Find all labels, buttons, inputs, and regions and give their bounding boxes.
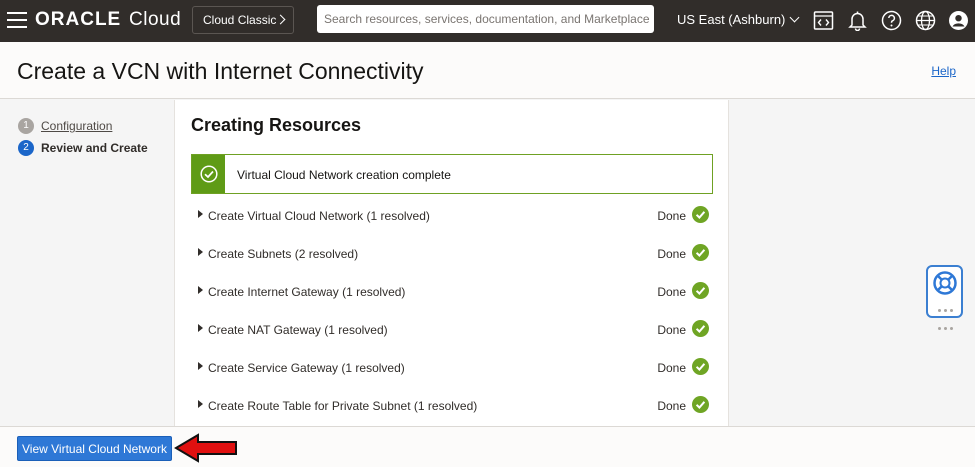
step-label[interactable]: Configuration bbox=[41, 119, 113, 133]
globe-icon[interactable] bbox=[915, 10, 936, 31]
success-icon-bar bbox=[192, 155, 225, 193]
task-label: Create Subnets (2 resolved) bbox=[208, 247, 359, 261]
check-circle-icon bbox=[692, 396, 709, 413]
view-virtual-cloud-network-button[interactable]: View Virtual Cloud Network bbox=[17, 436, 172, 461]
caret-right-icon[interactable] bbox=[198, 324, 203, 332]
bell-icon[interactable] bbox=[847, 10, 868, 32]
check-circle-icon bbox=[692, 244, 709, 261]
code-console-icon[interactable] bbox=[813, 10, 834, 31]
task-status: Done bbox=[657, 361, 686, 375]
caret-right-icon[interactable] bbox=[198, 286, 203, 294]
task-label: Create Virtual Cloud Network (1 resolved… bbox=[208, 209, 430, 223]
cloud-classic-button[interactable]: Cloud Classic bbox=[192, 6, 294, 34]
search-input[interactable] bbox=[317, 5, 654, 33]
check-circle-icon bbox=[200, 165, 218, 183]
grid-dots-icon bbox=[936, 301, 954, 337]
step-label: Review and Create bbox=[41, 141, 148, 155]
task-list: Create Virtual Cloud Network (1 resolved… bbox=[191, 196, 713, 424]
caret-right-icon[interactable] bbox=[198, 210, 203, 218]
task-status: Done bbox=[657, 323, 686, 337]
red-arrow-annotation bbox=[174, 433, 237, 463]
success-message: Virtual Cloud Network creation complete bbox=[237, 168, 451, 182]
task-row[interactable]: Create Service Gateway (1 resolved) Done bbox=[191, 348, 713, 386]
check-circle-icon bbox=[692, 358, 709, 375]
check-circle-icon bbox=[692, 206, 709, 223]
region-label: US East (Ashburn) bbox=[677, 12, 786, 27]
user-avatar-icon[interactable] bbox=[948, 10, 969, 31]
panel-title: Creating Resources bbox=[191, 115, 362, 135]
page-footer: View Virtual Cloud Network bbox=[0, 426, 975, 467]
task-row[interactable]: Create Route Table for Private Subnet (1… bbox=[191, 386, 713, 424]
oracle-cloud-logo[interactable]: ORACLE Cloud bbox=[35, 9, 181, 31]
region-selector[interactable]: US East (Ashburn) bbox=[677, 12, 800, 27]
task-label: Create NAT Gateway (1 resolved) bbox=[208, 323, 388, 337]
hamburger-menu-icon[interactable] bbox=[7, 12, 27, 28]
caret-right-icon[interactable] bbox=[198, 362, 203, 370]
task-status: Done bbox=[657, 399, 686, 413]
page-title: Create a VCN with Internet Connectivity bbox=[17, 58, 424, 84]
check-circle-icon bbox=[692, 320, 709, 337]
chevron-right-icon bbox=[275, 14, 286, 25]
chevron-down-icon bbox=[789, 12, 800, 23]
life-buoy-icon bbox=[933, 271, 957, 295]
task-label: Create Route Table for Private Subnet (1… bbox=[208, 399, 478, 413]
task-status: Done bbox=[657, 247, 686, 261]
caret-right-icon[interactable] bbox=[198, 248, 203, 256]
task-row[interactable]: Create Internet Gateway (1 resolved) Don… bbox=[191, 272, 713, 310]
task-label: Create Internet Gateway (1 resolved) bbox=[208, 285, 406, 299]
step-number: 2 bbox=[18, 140, 34, 156]
top-navigation-bar: ORACLE Cloud Cloud Classic US East (Ashb… bbox=[0, 0, 975, 42]
logo-product: Cloud bbox=[129, 9, 182, 30]
task-row[interactable]: Create Subnets (2 resolved) Done bbox=[191, 234, 713, 272]
task-label: Create Service Gateway (1 resolved) bbox=[208, 361, 405, 375]
creating-resources-panel: Creating Resources Virtual Cloud Network… bbox=[174, 100, 729, 426]
caret-right-icon[interactable] bbox=[198, 400, 203, 408]
question-mark-icon[interactable] bbox=[881, 10, 902, 31]
support-widget[interactable] bbox=[926, 265, 963, 330]
step-number: 1 bbox=[18, 118, 34, 134]
check-circle-icon bbox=[692, 282, 709, 299]
task-status: Done bbox=[657, 209, 686, 223]
page-header: Create a VCN with Internet Connectivity … bbox=[0, 42, 975, 99]
task-row[interactable]: Create Virtual Cloud Network (1 resolved… bbox=[191, 196, 713, 234]
cloud-classic-label: Cloud Classic bbox=[203, 13, 277, 27]
success-banner: Virtual Cloud Network creation complete bbox=[191, 154, 713, 194]
task-row[interactable]: Create NAT Gateway (1 resolved) Done bbox=[191, 310, 713, 348]
task-status: Done bbox=[657, 285, 686, 299]
help-link[interactable]: Help bbox=[931, 64, 956, 78]
logo-brand: ORACLE bbox=[35, 9, 122, 30]
